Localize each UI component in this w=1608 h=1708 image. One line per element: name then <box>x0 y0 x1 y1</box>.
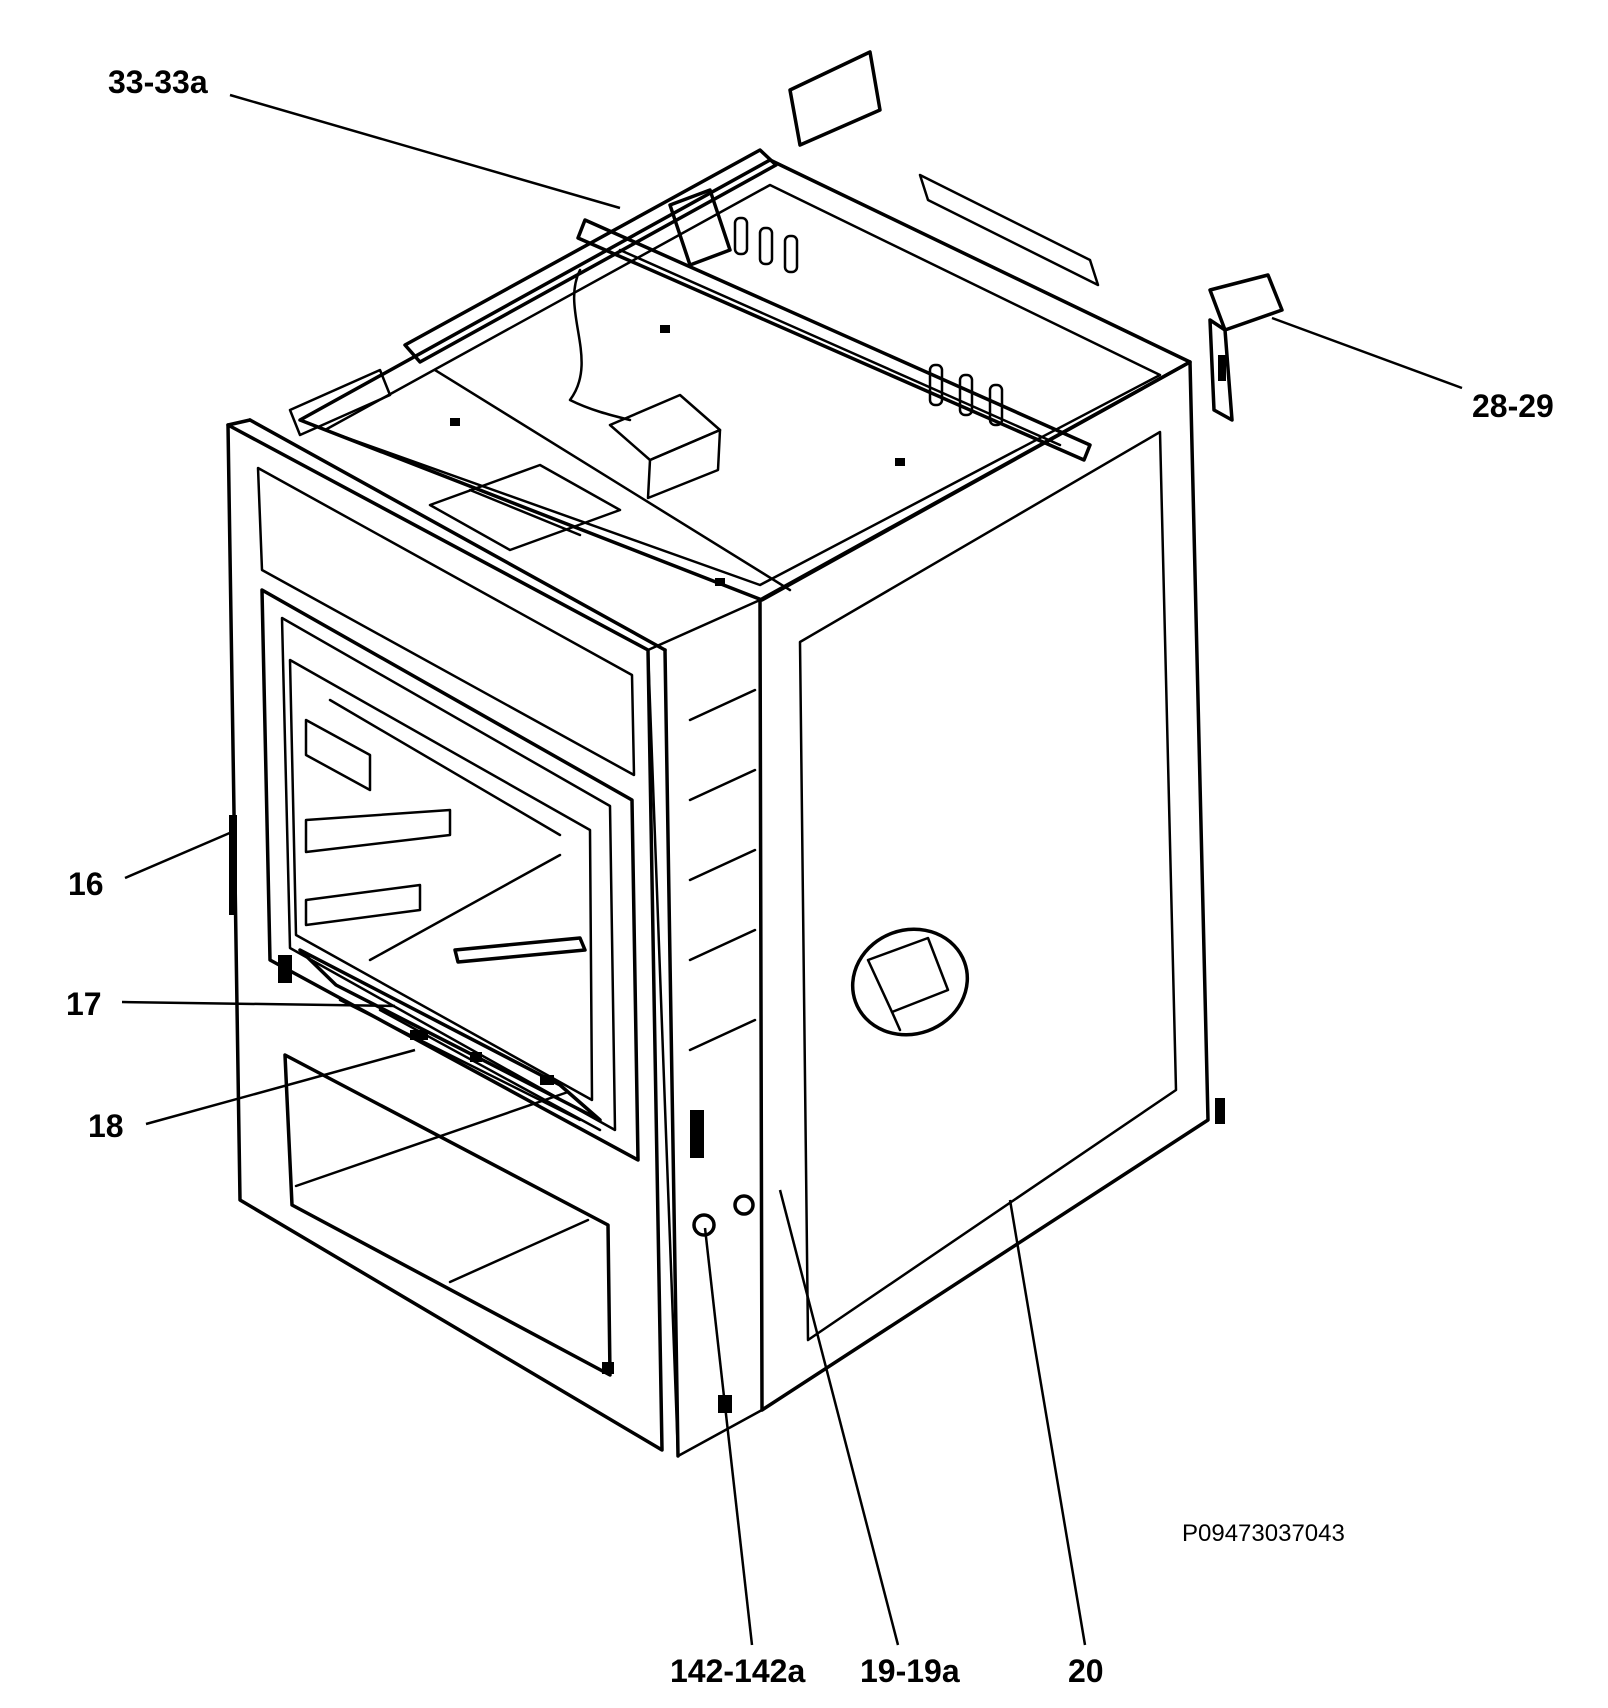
bracket-28-29 <box>1208 273 1284 422</box>
callout-19-19a: 19-19a <box>860 1653 960 1689</box>
oven-cavity <box>288 658 602 1132</box>
leader-lines <box>121 93 1463 1646</box>
callout-20: 20 <box>1068 1653 1104 1689</box>
callout-33-33a: 33-33a <box>108 64 208 100</box>
reference-code: P09473037043 <box>1182 1520 1345 1547</box>
housing-side <box>646 598 764 1458</box>
callout-17: 17 <box>66 986 102 1022</box>
side-panel-20 <box>758 360 1225 1412</box>
callout-16: 16 <box>68 866 104 902</box>
callout-142-142a: 142-142a <box>670 1653 806 1689</box>
callout-18: 18 <box>88 1108 124 1144</box>
callout-28-29: 28-29 <box>1472 388 1554 424</box>
top-frame <box>288 50 1192 602</box>
front-frame <box>226 418 680 1458</box>
